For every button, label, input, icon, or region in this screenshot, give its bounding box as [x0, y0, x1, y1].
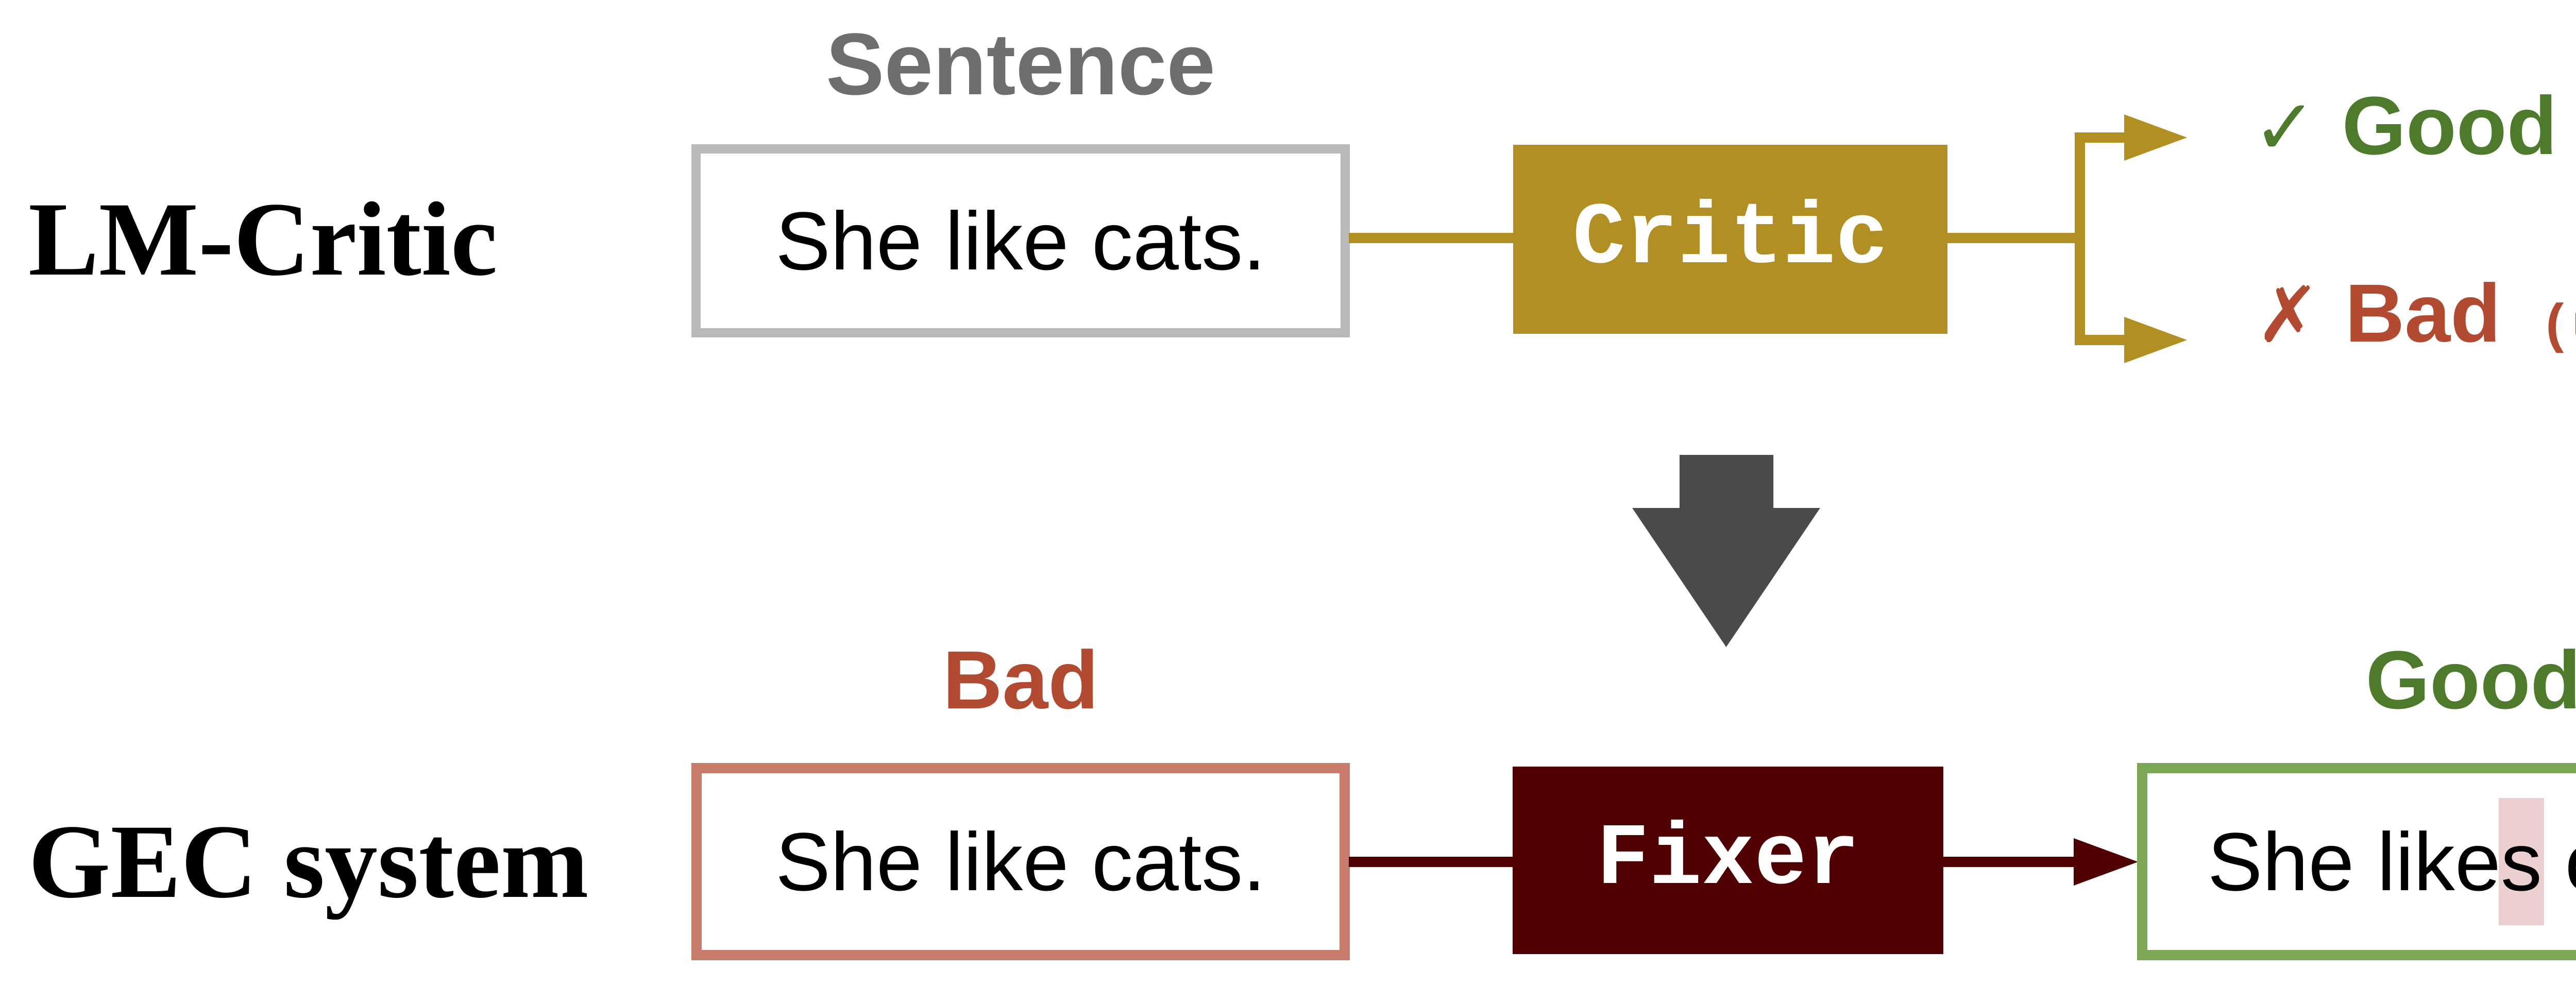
input-sentence-box: She like cats.	[691, 144, 1350, 337]
branch-bottom-line	[2075, 335, 2126, 345]
lm-critic-row-label: LM-Critic	[28, 181, 498, 298]
good-sentence-text: She likes cats.	[2208, 797, 2576, 925]
branch-bottom-arrowhead-icon	[2124, 317, 2187, 363]
verdict-bad-qualifier: (ungrammatical)	[2539, 297, 2576, 358]
branch-trunk	[2075, 132, 2085, 345]
critic-label: Critic	[1572, 189, 1888, 289]
bad-caption: Bad	[942, 634, 1099, 726]
down-arrow-icon	[1632, 455, 1820, 647]
sentence-caption: Sentence	[826, 15, 1215, 113]
verdict-bad-word: Bad	[2345, 267, 2501, 359]
critic-block: Critic	[1513, 145, 1947, 334]
branch-top-line	[2075, 132, 2126, 143]
branch-top-arrowhead-icon	[2124, 114, 2187, 161]
verdict-bad: ✗ Bad (ungrammatical)	[2256, 267, 2576, 360]
gec-system-row-label: GEC system	[28, 803, 589, 920]
connector-bad-to-fixer	[1349, 857, 1514, 867]
good-sentence-before: She like	[2207, 815, 2501, 908]
fixer-label: Fixer	[1596, 810, 1860, 910]
connector-critic-to-branch	[1947, 233, 2080, 243]
good-sentence-box: She likes cats.	[2137, 763, 2576, 960]
verdict-good: ✓ Good (grammatical)	[2252, 84, 2576, 167]
bad-sentence-text: She like cats.	[775, 815, 1266, 908]
good-caption: Good	[2365, 634, 2576, 726]
connector-sentence-to-critic	[1349, 233, 1514, 243]
connector-fixer-to-output	[1943, 857, 2076, 867]
good-sentence-after: cats.	[2542, 816, 2576, 908]
fixer-arrowhead-icon	[2074, 838, 2138, 886]
corrected-letter-highlight: s	[2498, 797, 2544, 925]
input-sentence-text: She like cats.	[775, 194, 1266, 287]
fixer-block: Fixer	[1513, 767, 1943, 954]
cross-icon: ✗	[2256, 270, 2320, 360]
check-icon: ✓	[2252, 83, 2317, 173]
verdict-good-word: Good	[2342, 79, 2557, 172]
bad-sentence-box: She like cats.	[691, 763, 1350, 960]
